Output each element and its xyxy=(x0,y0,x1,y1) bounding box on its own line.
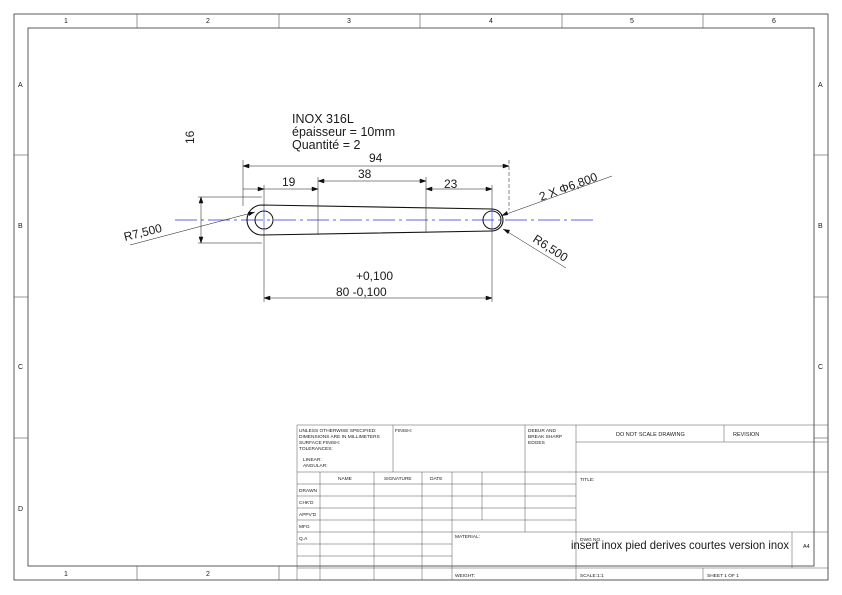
note-quantity: Quantité = 2 xyxy=(292,138,360,152)
tb-note-1: DIMENSIONS ARE IN MILLIMETERS xyxy=(299,434,380,440)
tb-dwg-no-label: DWG NO. xyxy=(580,537,602,543)
tb-note-3: TOLERANCES: xyxy=(299,446,333,452)
zone-label-bottom-1: 1 xyxy=(64,571,68,578)
tb-scale: SCALE:1:1 xyxy=(580,573,604,579)
zone-column-ticks xyxy=(136,14,704,580)
tb-material-label: MATERIAL: xyxy=(455,534,480,540)
dim-holes: 2 X Φ6,800 xyxy=(537,170,599,204)
leader-right-radius-arrow xyxy=(503,229,510,234)
zone-label-left-d: D xyxy=(18,506,23,513)
leader-holes xyxy=(500,175,613,217)
sheet-inner-border xyxy=(27,27,815,567)
tb-size: A4 xyxy=(803,544,810,550)
zone-label-top-3: 3 xyxy=(347,18,351,25)
tb-note-4: LINEAR: xyxy=(303,457,322,463)
tb-deburr-0: DEBUR AND xyxy=(528,428,557,434)
tb-note-2: SURFACE FINISH: xyxy=(299,440,340,446)
tb-col-date: DATE xyxy=(430,476,442,482)
leader-holes-arrow xyxy=(501,211,508,216)
dim-right-offset: 23 xyxy=(444,177,458,191)
tb-col-name: NAME xyxy=(338,476,352,482)
dim-center-distance: 80 -0,100 xyxy=(336,285,387,299)
part-outline xyxy=(246,204,504,236)
sheet-outer-border xyxy=(13,13,829,581)
zone-label-bottom-2: 2 xyxy=(206,571,210,578)
leader-right-radius xyxy=(502,228,567,269)
zone-label-right-c: C xyxy=(818,364,823,371)
leader-left-radius xyxy=(129,211,256,246)
tb-note-0: UNLESS OTHERWISE SPECIFIED: xyxy=(299,428,376,434)
tb-row-drawn: DRAWN xyxy=(299,488,317,494)
tb-row-qa: Q.A xyxy=(299,536,308,542)
zone-label-left-b: B xyxy=(18,223,23,230)
tb-row-approved: APPV'D xyxy=(299,512,317,518)
tb-title-label: TITLE: xyxy=(580,477,594,483)
note-material: INOX 316L xyxy=(292,112,354,126)
dim-right-radius: R6,500 xyxy=(530,232,570,265)
tb-deburr-2: EDGES xyxy=(528,440,545,446)
dim-overall: 94 xyxy=(369,151,383,165)
tb-row-checked: CHK'D xyxy=(299,500,314,506)
dim-center-distance-lines xyxy=(263,230,493,302)
zone-label-top-1: 1 xyxy=(64,18,68,25)
tb-do-not-scale: DO NOT SCALE DRAWING xyxy=(616,432,685,438)
tb-note-5: ANGULAR: xyxy=(303,463,328,469)
tb-finish: FINISH: xyxy=(395,428,412,434)
dim-height: 16 xyxy=(183,130,197,144)
dim-middle-span: 38 xyxy=(358,167,372,181)
dim-chain-lines xyxy=(243,177,493,210)
tb-revision: REVISION xyxy=(733,432,759,438)
dim-left-offset: 19 xyxy=(282,175,296,189)
zone-label-right-a: A xyxy=(818,82,823,89)
zone-label-left-c: C xyxy=(18,364,23,371)
tb-sheet: SHEET 1 OF 1 xyxy=(707,573,739,579)
tb-weight-label: WEIGHT: xyxy=(455,573,475,579)
zone-label-left-a: A xyxy=(18,82,23,89)
note-thickness: épaisseur = 10mm xyxy=(292,125,395,139)
zone-label-top-2: 2 xyxy=(206,18,210,25)
tb-col-signature: SIGNATURE xyxy=(384,476,412,482)
tb-dwg-no: insert inox pied derives courtes version… xyxy=(571,538,789,552)
tb-row-mfg: MFG xyxy=(299,524,310,530)
dim-left-radius: R7,500 xyxy=(122,221,163,244)
dim-center-tolerance-upper: +0,100 xyxy=(356,269,393,283)
zone-label-top-6: 6 xyxy=(772,18,776,25)
dim-overall-lines xyxy=(242,160,510,210)
title-block-grid xyxy=(296,424,829,581)
zone-row-ticks xyxy=(14,154,828,439)
leader-left-radius-arrow xyxy=(248,212,255,216)
tb-deburr-1: BREAK SHARP xyxy=(528,434,562,440)
zone-label-top-5: 5 xyxy=(630,18,634,25)
zone-label-right-b: B xyxy=(818,223,823,230)
dim-height-lines xyxy=(198,196,262,244)
zone-label-top-4: 4 xyxy=(489,18,493,25)
